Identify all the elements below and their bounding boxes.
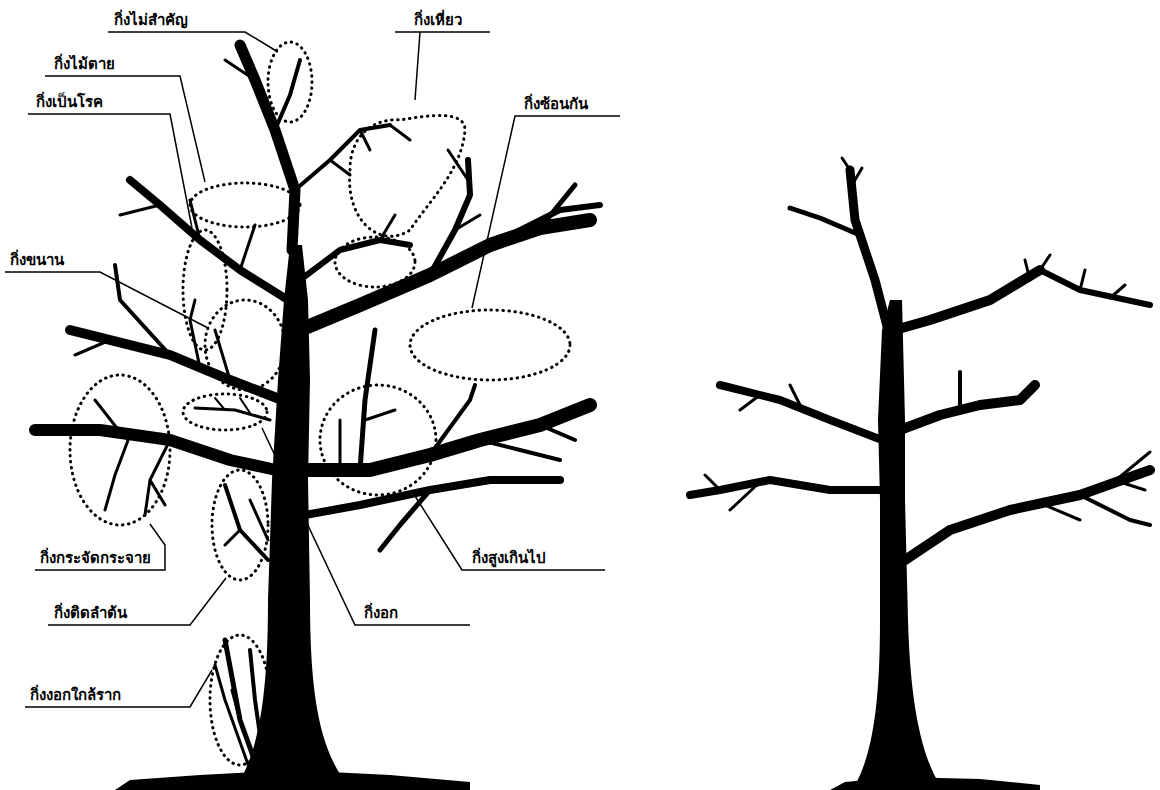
- branch: [115, 265, 170, 355]
- branch: [430, 385, 575, 460]
- branch: [130, 180, 288, 300]
- branch: [448, 150, 468, 180]
- branch-label: กิ่งขนาน: [8, 250, 66, 270]
- dotted-outline: [210, 635, 270, 765]
- leader-line: [108, 32, 278, 52]
- branch: [740, 385, 800, 410]
- dotted-outline: [70, 375, 170, 525]
- branch-label: กิ่งไม่สำคัญ: [112, 10, 190, 30]
- branch-label: กิ่งซ้อนกัน: [522, 94, 590, 114]
- dotted-outline: [320, 385, 436, 495]
- branch: [1025, 255, 1125, 298]
- leader-line: [28, 114, 192, 228]
- branch: [895, 270, 1040, 330]
- branch: [958, 372, 962, 410]
- leader-line: [5, 272, 208, 328]
- leader-line: [262, 428, 470, 625]
- branch: [225, 500, 268, 545]
- branch: [380, 490, 430, 550]
- dotted-outline: [350, 116, 465, 237]
- branch: [900, 385, 1035, 430]
- branch: [455, 215, 480, 230]
- branch: [215, 665, 250, 770]
- leader-line: [415, 496, 605, 570]
- trunk: [235, 245, 350, 788]
- right-tree: [690, 158, 1150, 790]
- left-tree: [35, 45, 600, 790]
- branch-label: กิ่งไม้ตาย: [52, 54, 117, 74]
- branch: [705, 475, 760, 510]
- branch: [75, 300, 230, 380]
- branch-label: กิ่งสูงเกินไป: [470, 548, 548, 568]
- dotted-outline: [183, 230, 227, 350]
- branch: [540, 185, 575, 228]
- leader-lines: [5, 32, 620, 707]
- branch: [215, 398, 250, 413]
- dotted-outline: [205, 300, 285, 390]
- branch: [430, 160, 470, 275]
- dotted-outline: [335, 237, 415, 287]
- branch: [225, 60, 255, 80]
- branch: [225, 485, 268, 560]
- branch: [1040, 452, 1150, 520]
- branch-label: กิ่งเหี่ยว: [412, 10, 464, 30]
- leader-line: [472, 116, 620, 308]
- branch: [790, 208, 860, 235]
- branch: [300, 240, 410, 280]
- leader-line: [35, 524, 165, 570]
- dotted-outline: [268, 42, 312, 122]
- branch-label: กิ่งเป็นโรค: [34, 92, 105, 112]
- branch: [1040, 270, 1150, 305]
- leader-line: [48, 578, 226, 625]
- branch: [300, 220, 590, 330]
- branch: [1080, 495, 1150, 525]
- leader-line: [395, 32, 490, 100]
- dotted-outline: [183, 394, 267, 430]
- dotted-outlines: [70, 42, 570, 765]
- branch-label: กิ่งติดลำต้น: [52, 603, 129, 623]
- branch: [720, 385, 882, 440]
- branch: [330, 125, 410, 175]
- branch-label: กิ่งอก: [362, 603, 400, 623]
- branch: [120, 200, 255, 270]
- branch-label: กิ่งงอกใกล้ราก: [28, 685, 123, 705]
- branch: [340, 410, 395, 470]
- branch: [305, 405, 590, 470]
- branch: [195, 408, 270, 420]
- branch: [850, 170, 888, 330]
- dotted-outline: [190, 183, 300, 227]
- branch: [360, 330, 375, 470]
- dotted-outline: [410, 310, 570, 380]
- branch: [842, 158, 862, 185]
- branch-label: กิ่งกระจัดกระจาย: [38, 548, 153, 568]
- dotted-outline: [212, 470, 268, 580]
- leader-line: [25, 670, 212, 707]
- branch: [295, 125, 390, 190]
